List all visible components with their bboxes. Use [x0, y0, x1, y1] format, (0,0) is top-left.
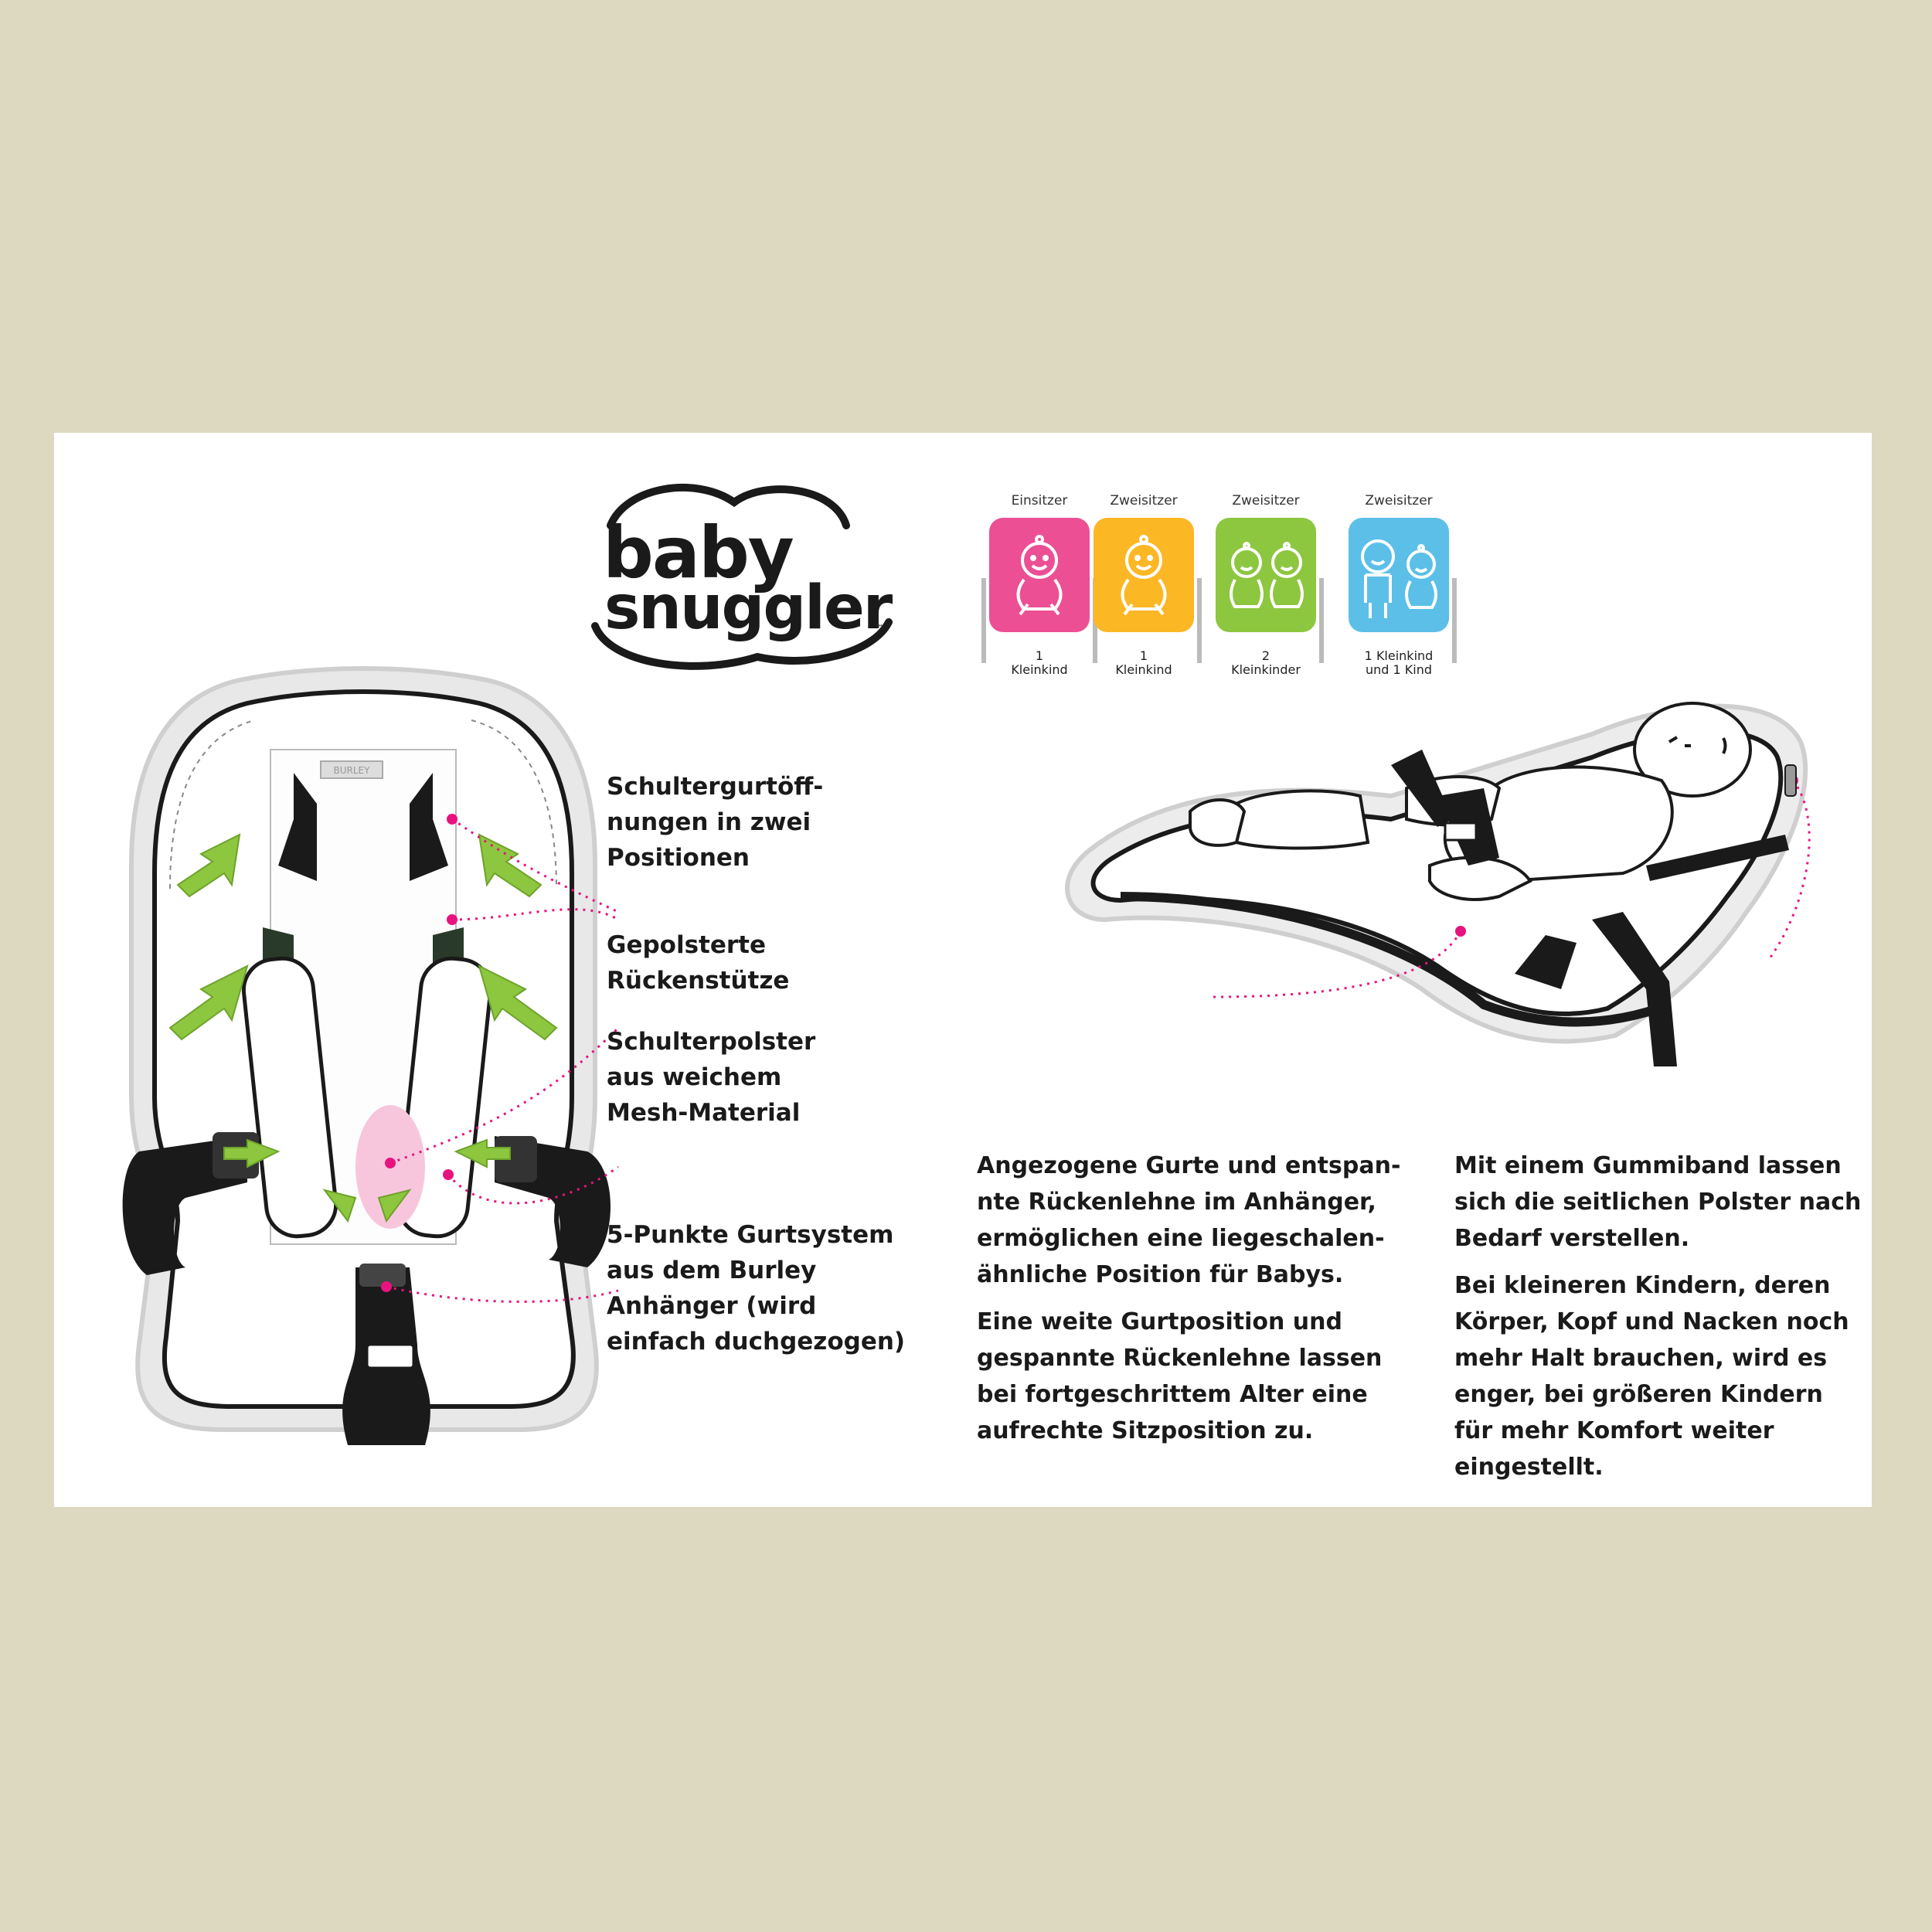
seat-option-box [989, 518, 1090, 632]
logo-text-baby: baby [603, 512, 794, 594]
logo-trademark: ™ [875, 623, 884, 634]
seat-option-title: Zweisitzer [1365, 493, 1433, 509]
baby-snuggler-logo: baby snuggler ™ [580, 471, 904, 672]
seat-option-title: Zweisitzer [1232, 493, 1300, 509]
baby-and-child-icon [1361, 539, 1437, 618]
seat-option-caption: 1 Kleinkind und 1 Kind [1364, 648, 1434, 677]
label-padded-back: Gepolsterte Rückenstütze [607, 931, 790, 995]
seat-option-box [1094, 518, 1194, 632]
logo-cloud-swoosh [591, 484, 893, 670]
baby-icon [1016, 535, 1063, 616]
reclined-baby-illustration [1065, 702, 1811, 1066]
info-panel: baby snuggler ™ Einsitzer 1 Kleinkind Zw… [54, 433, 1872, 1507]
seat-option-box [1216, 518, 1316, 632]
baby-icon [1121, 535, 1167, 616]
seat-option-caption: 2 Kleinkinder [1231, 648, 1301, 677]
logo-text-snuggler: snuggler [604, 573, 893, 643]
paragraph-adjustment-by-size: Bei kleineren Kindern, deren Körper, Kop… [1454, 1272, 1849, 1481]
seat-pad-illustration: BURLEY [122, 666, 620, 1445]
paragraph-elastic-band: Mit einem Gummiband lassen sich die seit… [1454, 1152, 1862, 1252]
seat-rail [981, 578, 986, 663]
label-shoulder-openings: Schultergurtöff- nungen in zwei Position… [607, 773, 824, 872]
seat-rail [1319, 578, 1324, 663]
seat-rail [1197, 578, 1202, 663]
two-babies-icon [1230, 542, 1304, 608]
label-shoulder-pads: Schulterpolster aus weichem Mesh-Materia… [607, 1028, 816, 1127]
brand-tag [320, 760, 383, 779]
brand-tag-text: BURLEY [334, 765, 371, 776]
seat-option-title: Einsitzer [1011, 493, 1068, 509]
paragraph-upright-position: Eine weite Gurtposition und gespannte Rü… [977, 1308, 1383, 1444]
seat-rail [1452, 578, 1457, 663]
seat-option-box [1349, 518, 1449, 632]
seat-option-caption: 1 Kleinkind [1115, 648, 1172, 677]
seat-option-title: Zweisitzer [1110, 493, 1178, 509]
seat-option-caption: 1 Kleinkind [1011, 648, 1068, 677]
paragraph-reclined-position: Angezogene Gurte und entspan- nte Rücken… [977, 1152, 1401, 1288]
label-harness: 5-Punkte Gurtsystem aus dem Burley Anhän… [607, 1221, 906, 1355]
